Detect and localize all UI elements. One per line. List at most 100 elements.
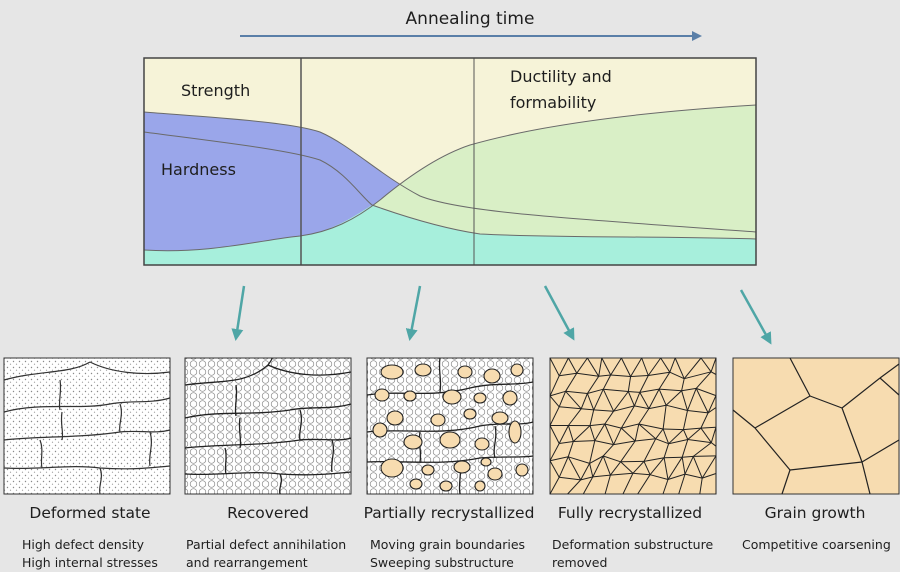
grain-boundary xyxy=(603,455,621,463)
stage-title-deformed: Deformed state xyxy=(29,504,151,522)
grain-boundary xyxy=(603,388,629,392)
grain-boundary xyxy=(576,357,588,374)
grain-boundary xyxy=(567,425,574,442)
stage-desc-fully-recrystallized: Deformation substructure removed xyxy=(552,536,713,572)
grain-boundary xyxy=(613,405,635,412)
grain-boundary xyxy=(638,423,657,440)
grain-boundary xyxy=(549,395,560,408)
grain-boundary xyxy=(559,476,581,481)
grain-boundary xyxy=(573,440,595,442)
grain-boundary xyxy=(700,357,712,373)
grain-boundary xyxy=(663,457,669,480)
grain-boundary xyxy=(663,443,670,458)
grain-boundary xyxy=(710,427,717,443)
grain-boundary xyxy=(696,387,717,397)
grain-boundary xyxy=(687,439,712,444)
grain-boundary xyxy=(634,423,640,442)
grain-boundary xyxy=(621,423,639,429)
stage-desc-line: Partial defect annihilation xyxy=(186,537,347,552)
hardness-lower-curve xyxy=(143,131,757,240)
grain-boundary xyxy=(699,478,703,495)
grain-boundary xyxy=(610,461,621,476)
grain-boundary xyxy=(620,461,634,474)
grain-boundary xyxy=(643,438,657,462)
grain-boundary xyxy=(700,412,709,429)
grain-boundary xyxy=(598,357,603,377)
grain-boundary xyxy=(695,371,712,389)
grain-boundary xyxy=(655,428,664,440)
grain-boundary xyxy=(632,472,651,476)
grain-boundary xyxy=(637,474,651,495)
grain-boundary xyxy=(665,390,682,406)
grain-boundary xyxy=(567,441,574,457)
grain-boundary xyxy=(549,460,560,478)
grain-boundary xyxy=(567,479,582,495)
grain-boundary xyxy=(683,357,702,380)
grain-boundary xyxy=(559,441,574,444)
grain-boundary xyxy=(593,388,604,411)
grain-boundary xyxy=(669,371,685,380)
grain-boundary xyxy=(549,375,560,397)
grain-boundary xyxy=(604,423,615,445)
grain-boundary xyxy=(649,474,669,480)
grain-boundary xyxy=(549,443,560,461)
grain-boundary xyxy=(702,473,717,479)
hardness-label: Hardness xyxy=(161,160,236,179)
grain-boundary xyxy=(674,357,685,379)
stage-desc-line: High defect density xyxy=(22,537,144,552)
grain-boundary xyxy=(558,357,569,377)
grain-boundary xyxy=(558,425,569,444)
stage-desc-line: and rearrangement xyxy=(186,555,308,570)
arrow-down-icon xyxy=(405,285,422,341)
grain-boundary xyxy=(598,374,611,377)
grain-boundary xyxy=(682,410,688,430)
grain-boundary xyxy=(648,404,667,410)
grain-boundary xyxy=(682,455,694,458)
grain-boundary xyxy=(638,408,650,425)
micrograph-partially-recrystallized xyxy=(366,357,534,495)
strength-label: Strength xyxy=(181,81,250,100)
grain-boundary xyxy=(684,473,703,479)
grain-boundary xyxy=(687,410,709,414)
grain-boundary xyxy=(692,456,703,479)
grain-boundary xyxy=(568,408,582,426)
grain-boundary xyxy=(549,477,560,495)
grain-boundary xyxy=(589,425,596,441)
grain-boundary xyxy=(662,428,670,444)
grain-boundary xyxy=(613,440,636,446)
grain-boundary xyxy=(668,429,684,445)
grain-boundary xyxy=(586,376,600,394)
grain-boundary xyxy=(549,406,560,426)
grain-boundary xyxy=(580,463,591,481)
grain-boundary xyxy=(594,440,614,446)
grain-boundary xyxy=(632,461,645,474)
grain-boundary xyxy=(687,427,702,440)
grain-boundary xyxy=(638,423,664,430)
grain-boundary xyxy=(682,429,689,440)
grain-boundary xyxy=(707,407,717,414)
grain-boundary xyxy=(639,392,650,409)
stage-desc-line: High internal stresses xyxy=(22,555,158,570)
grain-boundary xyxy=(635,438,656,442)
grain-boundary xyxy=(681,387,697,392)
grain-boundary xyxy=(630,357,643,377)
grain-boundary xyxy=(613,391,629,412)
grain-boundary xyxy=(604,410,615,425)
ductility-label-line1: Ductility and xyxy=(510,67,612,86)
grain-boundary xyxy=(641,357,649,376)
base-zone xyxy=(144,205,756,265)
grain-boundary xyxy=(662,479,669,495)
grain-boundary xyxy=(707,395,717,414)
grain-boundary xyxy=(667,473,686,480)
grain-boundary xyxy=(592,455,604,478)
grain-boundary xyxy=(589,440,596,464)
grain-boundary xyxy=(586,393,595,411)
grain-boundary xyxy=(567,357,578,374)
grain-boundary xyxy=(589,455,604,464)
grain-boundary xyxy=(667,456,683,480)
grain-boundary xyxy=(659,388,682,392)
grain-boundary xyxy=(658,388,667,406)
grain-boundary xyxy=(581,408,594,411)
grain-boundary xyxy=(589,463,594,478)
grain-boundary xyxy=(558,391,567,407)
